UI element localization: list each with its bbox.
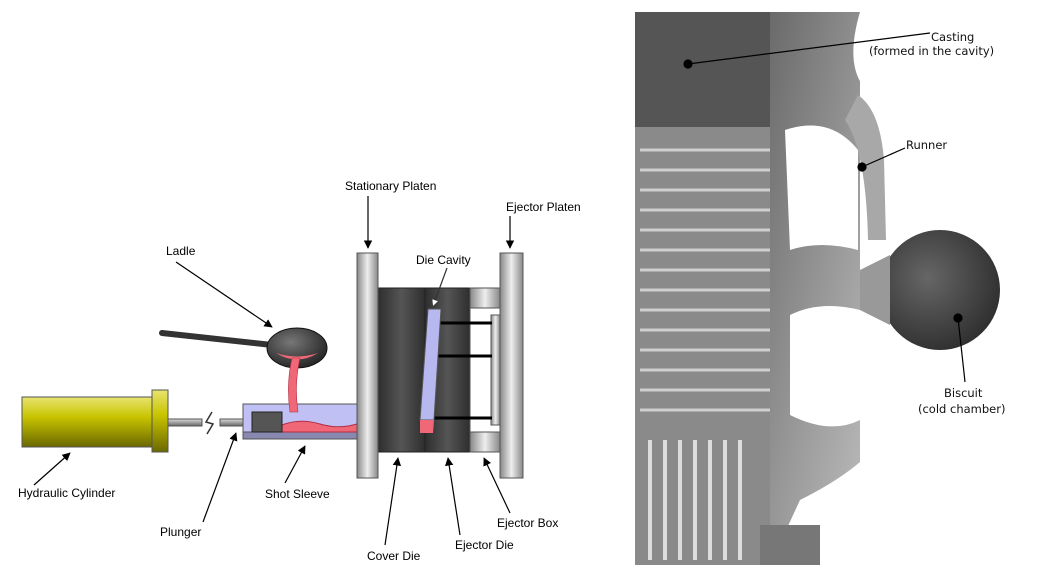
lug [760, 525, 820, 565]
diagram-labels: Ladle Stationary Platen Ejector Platen D… [18, 179, 581, 563]
label-casting: Casting [931, 30, 974, 44]
stationary-platen [356, 252, 379, 479]
label-hydraulic-cylinder: Hydraulic Cylinder [18, 486, 115, 500]
label-ejector-die: Ejector Die [455, 538, 514, 552]
label-stationary-platen: Stationary Platen [345, 179, 436, 193]
runner-opening-top [785, 125, 858, 250]
ejector-plate [490, 314, 501, 426]
break-symbol [204, 411, 215, 435]
label-biscuit: Biscuit [944, 386, 983, 400]
label-cover-die: Cover Die [367, 549, 421, 563]
label-runner: Runner [906, 138, 947, 152]
biscuit [880, 230, 1000, 350]
casting-photo [635, 12, 1030, 565]
vertical-fins [648, 440, 742, 560]
ladle [159, 327, 328, 413]
label-ejector-box: Ejector Box [497, 516, 558, 530]
photo-labels: Casting (formed in the cavity) Runner Bi… [869, 30, 1005, 416]
label-plunger: Plunger [160, 525, 201, 539]
label-die-cavity: Die Cavity [416, 253, 471, 267]
label-shot-sleeve: Shot Sleeve [265, 487, 330, 501]
metal-stream [288, 357, 301, 413]
label-casting-note: (formed in the cavity) [869, 44, 994, 58]
fins [640, 148, 770, 412]
ejector-platen [499, 252, 524, 479]
label-biscuit-note: (cold chamber) [918, 402, 1005, 416]
photo-leaders [683, 32, 966, 383]
runner-opening-bottom [790, 306, 860, 427]
label-ejector-platen: Ejector Platen [506, 200, 581, 214]
die-assembly [356, 252, 524, 479]
label-ladle: Ladle [166, 244, 196, 258]
leader-arrows [33, 196, 515, 546]
cover-die [377, 287, 426, 453]
hydraulic-cylinder [21, 389, 255, 453]
plunger-tip [251, 411, 283, 433]
